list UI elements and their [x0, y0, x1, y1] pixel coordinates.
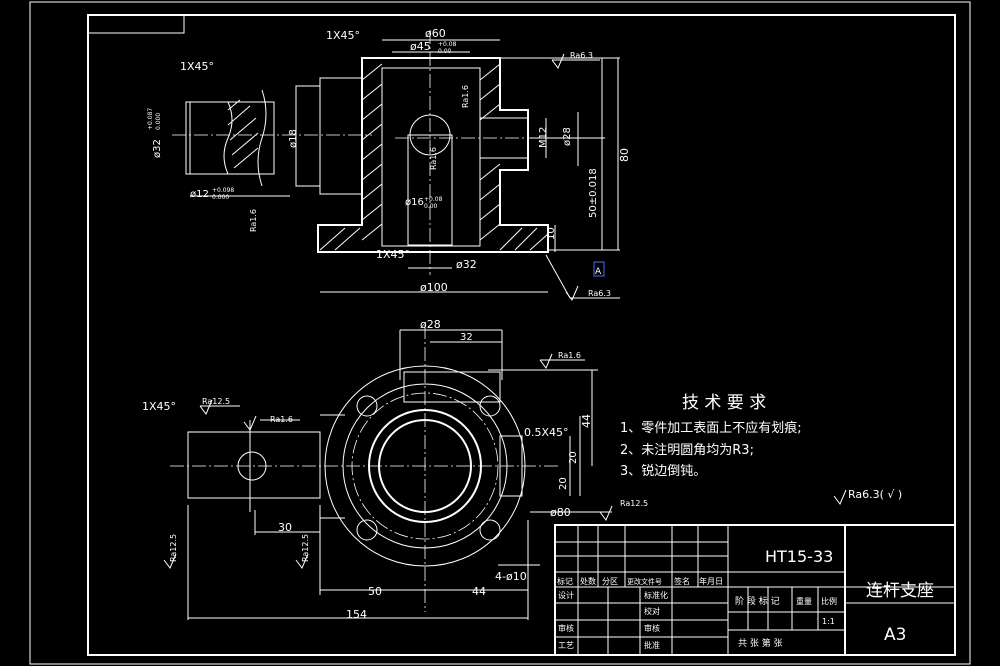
chamfer-05-label: 0.5X45° — [524, 426, 569, 439]
ra-bottom-label: Ra6.3 — [588, 289, 611, 298]
dim-d16-tol-low: 0.00 — [424, 203, 438, 210]
tb-col-count: 处数 — [580, 576, 596, 586]
tb-scale-value: 1:1 — [822, 617, 835, 626]
dim-d18: ø18 — [288, 129, 299, 148]
dim-d32-tol-up: +0.087 — [147, 108, 154, 130]
ra-hole-label: Ra1.6 — [429, 147, 438, 170]
dim-d28-front: ø28 — [562, 127, 573, 146]
dim-m12: M12 — [538, 127, 549, 148]
holes-label: 4-ø10 — [495, 570, 527, 583]
chamfer-left-label: 1X45° — [180, 60, 214, 73]
tb-col-mark: 标记 — [557, 576, 573, 586]
tech-requirements: 技 术 要 求 1、零件加工表面上不应有划痕; 2、未注明圆角均为R3; 3、锐… — [620, 393, 902, 505]
front-view — [172, 30, 620, 301]
dim-d80: ø80 — [550, 506, 571, 519]
datum-a-label: A — [595, 267, 602, 277]
ra-flange-label: Ra12.5 — [620, 499, 648, 508]
dim-w32: 32 — [460, 332, 473, 343]
tb-weight: 重量 — [796, 596, 812, 606]
tb-stage-mark: 阶 段 标 记 — [735, 595, 780, 607]
dim-h80: 80 — [618, 148, 631, 162]
inner-frame — [87, 14, 956, 656]
ra-hole-top-label: Ra1.6 — [270, 415, 293, 424]
ra-vertical-2: Ra12.5 — [301, 534, 310, 562]
tech-item-1: 1、零件加工表面上不应有划痕; — [620, 420, 802, 436]
dim-d45: ø45 — [410, 40, 431, 53]
tb-craft: 工艺 — [558, 641, 574, 650]
dim-d12-tol-up: +0.098 — [212, 187, 234, 194]
dim-w30: 30 — [278, 521, 292, 534]
tech-item-2: 2、未注明圆角均为R3; — [620, 443, 754, 458]
top-view-labels: ø28 32 Ra1.6 1X45° Ra12.5 Ra1.6 44 0.5X4… — [142, 318, 648, 621]
corner-box — [87, 14, 185, 34]
chamfer-top-view: 1X45° — [142, 400, 176, 413]
tb-review: 审核 — [558, 623, 574, 633]
chamfer-bottom-label: 1X45° — [376, 248, 410, 261]
dim-d45-tol-up: +0.08 — [438, 41, 457, 48]
dim-w154: 154 — [346, 608, 367, 621]
ra-inner-label: Ra1.6 — [461, 85, 470, 108]
dim-d32-tol-low: 0.000 — [155, 113, 162, 130]
dim-w44: 44 — [472, 585, 486, 598]
tb-standardize: 标准化 — [644, 590, 668, 600]
dim-h50: 50±0.018 — [588, 168, 599, 218]
tb-col-sign: 签名 — [674, 576, 690, 586]
tech-heading: 技 术 要 求 — [682, 393, 766, 413]
ra-top-view-label: Ra1.6 — [558, 351, 581, 360]
tb-col-date: 年月日 — [699, 576, 723, 586]
dim-h10: 10 — [546, 227, 557, 240]
ra-shaft-label: Ra12.5 — [202, 397, 230, 406]
tb-approve: 批准 — [644, 640, 660, 650]
tb-sheets: 共 张 第 张 — [738, 637, 783, 649]
tb-scale-label: 比例 — [821, 596, 837, 606]
dim-h20b: 20 — [568, 451, 579, 464]
dim-d32-bottom: ø32 — [456, 258, 477, 271]
title-block: HT15-33 连杆支座 A3 标记 处数 分区 更改文件号 签名 年月日 设计… — [554, 524, 956, 656]
part-name: 连杆支座 — [866, 581, 934, 601]
dim-d16: ø16 — [405, 197, 424, 208]
tb-design: 设计 — [558, 590, 574, 600]
tb-col-zone: 分区 — [602, 577, 618, 586]
dim-d28-top: ø28 — [420, 318, 441, 331]
dim-d12: ø12 — [190, 189, 209, 200]
ra-left-label: Ra1.6 — [249, 209, 258, 232]
drawing-number: HT15-33 — [765, 547, 833, 566]
dim-w50: 50 — [368, 585, 382, 598]
dim-d100: ø100 — [420, 281, 448, 294]
dim-d45-tol-low: 0.00 — [438, 48, 452, 55]
dim-d16-tol-up: +0.08 — [424, 196, 443, 203]
dim-h44: 44 — [580, 414, 593, 428]
top-view — [163, 325, 613, 620]
dim-h20a: 20 — [558, 477, 569, 490]
dim-d60: ø60 — [425, 27, 446, 40]
tb-proofread: 校对 — [644, 606, 660, 616]
tech-item-3: 3、锐边倒钝。 — [620, 464, 706, 479]
front-view-labels: 1X45° 1X45° ø60 ø45 +0.08 0.00 Ra6.3 Ra1… — [147, 27, 631, 298]
tb-col-change: 更改文件号 — [627, 577, 662, 586]
dim-d32: ø32 — [152, 139, 163, 158]
sheet-size: A3 — [884, 625, 906, 645]
tb-audit: 审核 — [644, 623, 660, 633]
dim-d12-tol-low: 0.000 — [212, 194, 229, 201]
outer-frame — [29, 1, 971, 665]
ra-top-label: Ra6.3 — [570, 51, 593, 60]
chamfer-top-label: 1X45° — [326, 29, 360, 42]
ra-vertical-1: Ra12.5 — [169, 534, 178, 562]
roughness-note: Ra6.3( √ ) — [848, 488, 902, 501]
